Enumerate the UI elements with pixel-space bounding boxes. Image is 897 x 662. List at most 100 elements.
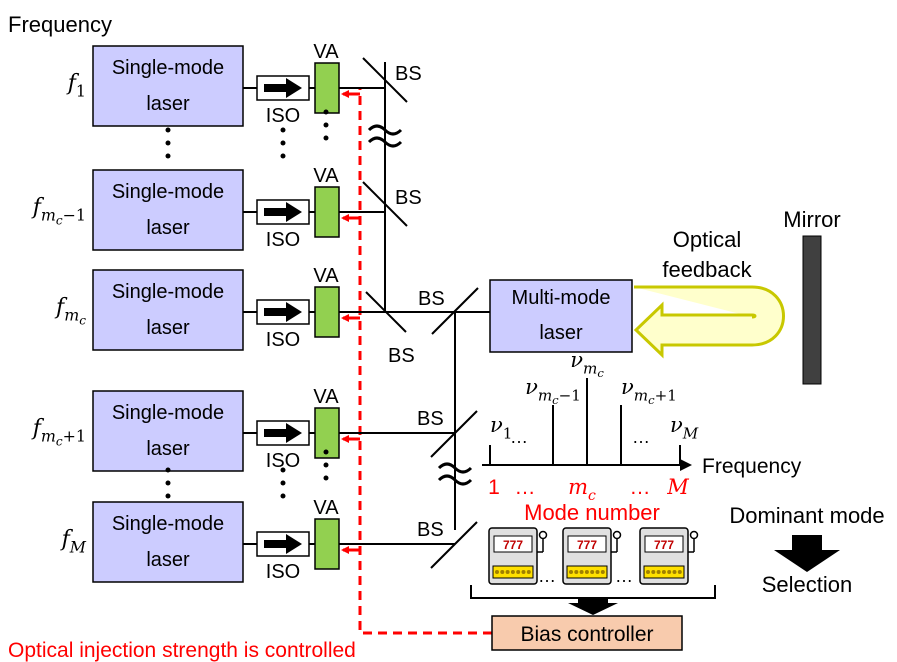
laser-label-1: Single-mode (112, 402, 224, 424)
va-label: VA (313, 41, 339, 63)
mode-ellipsis: … (632, 427, 650, 447)
iso-label: ISO (266, 105, 300, 127)
single-mode-laser (92, 169, 244, 251)
beam-splitter (362, 57, 408, 103)
multimode-label-1: Multi-mode (512, 287, 611, 309)
slot-machine-icon: 777 (639, 527, 699, 585)
laser-frequency-label: fmc (54, 295, 86, 328)
selection-label: Selection (762, 572, 853, 597)
bs-center-left (365, 291, 407, 333)
laser-row: Single-mode laser fM ISO VA BS (60, 497, 478, 583)
va-label: VA (313, 497, 339, 519)
variable-attenuator (314, 407, 340, 459)
laser-frequency-label: fmc+1 (31, 416, 86, 449)
iso-label: ISO (266, 329, 300, 351)
bs-label: BS (395, 63, 422, 85)
slot-machines: 777 777 777 … … (488, 527, 699, 586)
single-mode-laser (92, 390, 244, 472)
slot-machine-icon: 777 (562, 527, 622, 585)
svg-text:777: 777 (654, 538, 674, 552)
svg-text:777: 777 (503, 538, 523, 552)
feedback-label-1: Optical (673, 227, 741, 252)
laser-frequency-label: fmc−1 (31, 195, 86, 228)
laser-label-1: Single-mode (112, 57, 224, 79)
mode-label: νM (670, 413, 699, 442)
spectrum-axis-label: Frequency (702, 455, 802, 478)
beam-splitter (430, 410, 478, 458)
bs-label-center-right: BS (418, 288, 445, 310)
single-mode-laser (92, 269, 244, 351)
laser-frequency-label: f1 (66, 71, 86, 101)
feedback-label-2: feedback (662, 257, 752, 282)
variable-attenuator (314, 186, 340, 238)
mode-label: νmc−1 (525, 375, 581, 407)
iso-label: ISO (266, 450, 300, 472)
mirror (802, 235, 822, 385)
axis-tick-label: M (666, 475, 689, 499)
mode-label: νmc (570, 348, 604, 380)
iso-label: ISO (266, 229, 300, 251)
laser-label-2: laser (146, 438, 190, 460)
isolator-arrow-icon (264, 202, 302, 222)
beam-splitter (430, 521, 478, 569)
va-label: VA (313, 165, 339, 187)
iso-label: ISO (266, 561, 300, 583)
slot-bracket (470, 585, 716, 599)
control-caption: Optical injection strength is controlled (8, 639, 356, 662)
mode-label: ν1 (490, 413, 512, 442)
isolator-arrow-icon (264, 534, 302, 554)
bs-label-center-left: BS (388, 345, 415, 367)
bs-label: BS (395, 187, 422, 209)
frequency-title: Frequency (8, 12, 112, 37)
single-mode-laser (92, 45, 244, 127)
single-mode-laser (92, 501, 244, 583)
slot-machine-icon: 777 (488, 527, 548, 585)
control-line (358, 88, 492, 635)
bs-label: BS (417, 519, 444, 541)
slot-ellipsis: … (538, 566, 556, 586)
optical-feedback-arrow (633, 285, 785, 359)
multimode-label-2: laser (539, 322, 583, 344)
down-arrow-to-bias (568, 598, 618, 615)
va-label: VA (313, 386, 339, 408)
break-mark-lower (437, 462, 473, 486)
bs-label: BS (417, 408, 444, 430)
isolator-arrow-icon (264, 78, 302, 98)
bias-controller (491, 615, 683, 651)
mode-label: νmc+1 (621, 375, 677, 407)
laser-label-2: laser (146, 549, 190, 571)
variable-attenuator (314, 286, 340, 338)
mirror-label: Mirror (783, 207, 840, 232)
laser-label-1: Single-mode (112, 513, 224, 535)
bias-controller-label: Bias controller (520, 623, 653, 646)
svg-text:777: 777 (577, 538, 597, 552)
axis-tick-label: 1 (488, 476, 500, 499)
variable-attenuator (314, 62, 340, 114)
dominant-mode-label: Dominant mode (729, 503, 884, 528)
laser-label-1: Single-mode (112, 181, 224, 203)
laser-frequency-label: fM (60, 527, 87, 557)
selection-arrow (774, 535, 840, 572)
laser-label-2: laser (146, 93, 190, 115)
variable-attenuator (314, 518, 340, 570)
axis-tick-label: … (515, 476, 536, 499)
beam-splitter (362, 181, 408, 227)
axis-tick-label: … (630, 476, 651, 499)
isolator-arrow-icon (264, 302, 302, 322)
bs-center-right (431, 287, 479, 335)
va-label: VA (313, 265, 339, 287)
break-mark-upper (367, 124, 403, 148)
mode-ellipsis: … (510, 427, 528, 447)
multimode-laser (489, 279, 633, 353)
mode-number-label: Mode number (524, 500, 660, 525)
slot-ellipsis: … (615, 566, 633, 586)
vertical-ellipsis (165, 109, 329, 499)
